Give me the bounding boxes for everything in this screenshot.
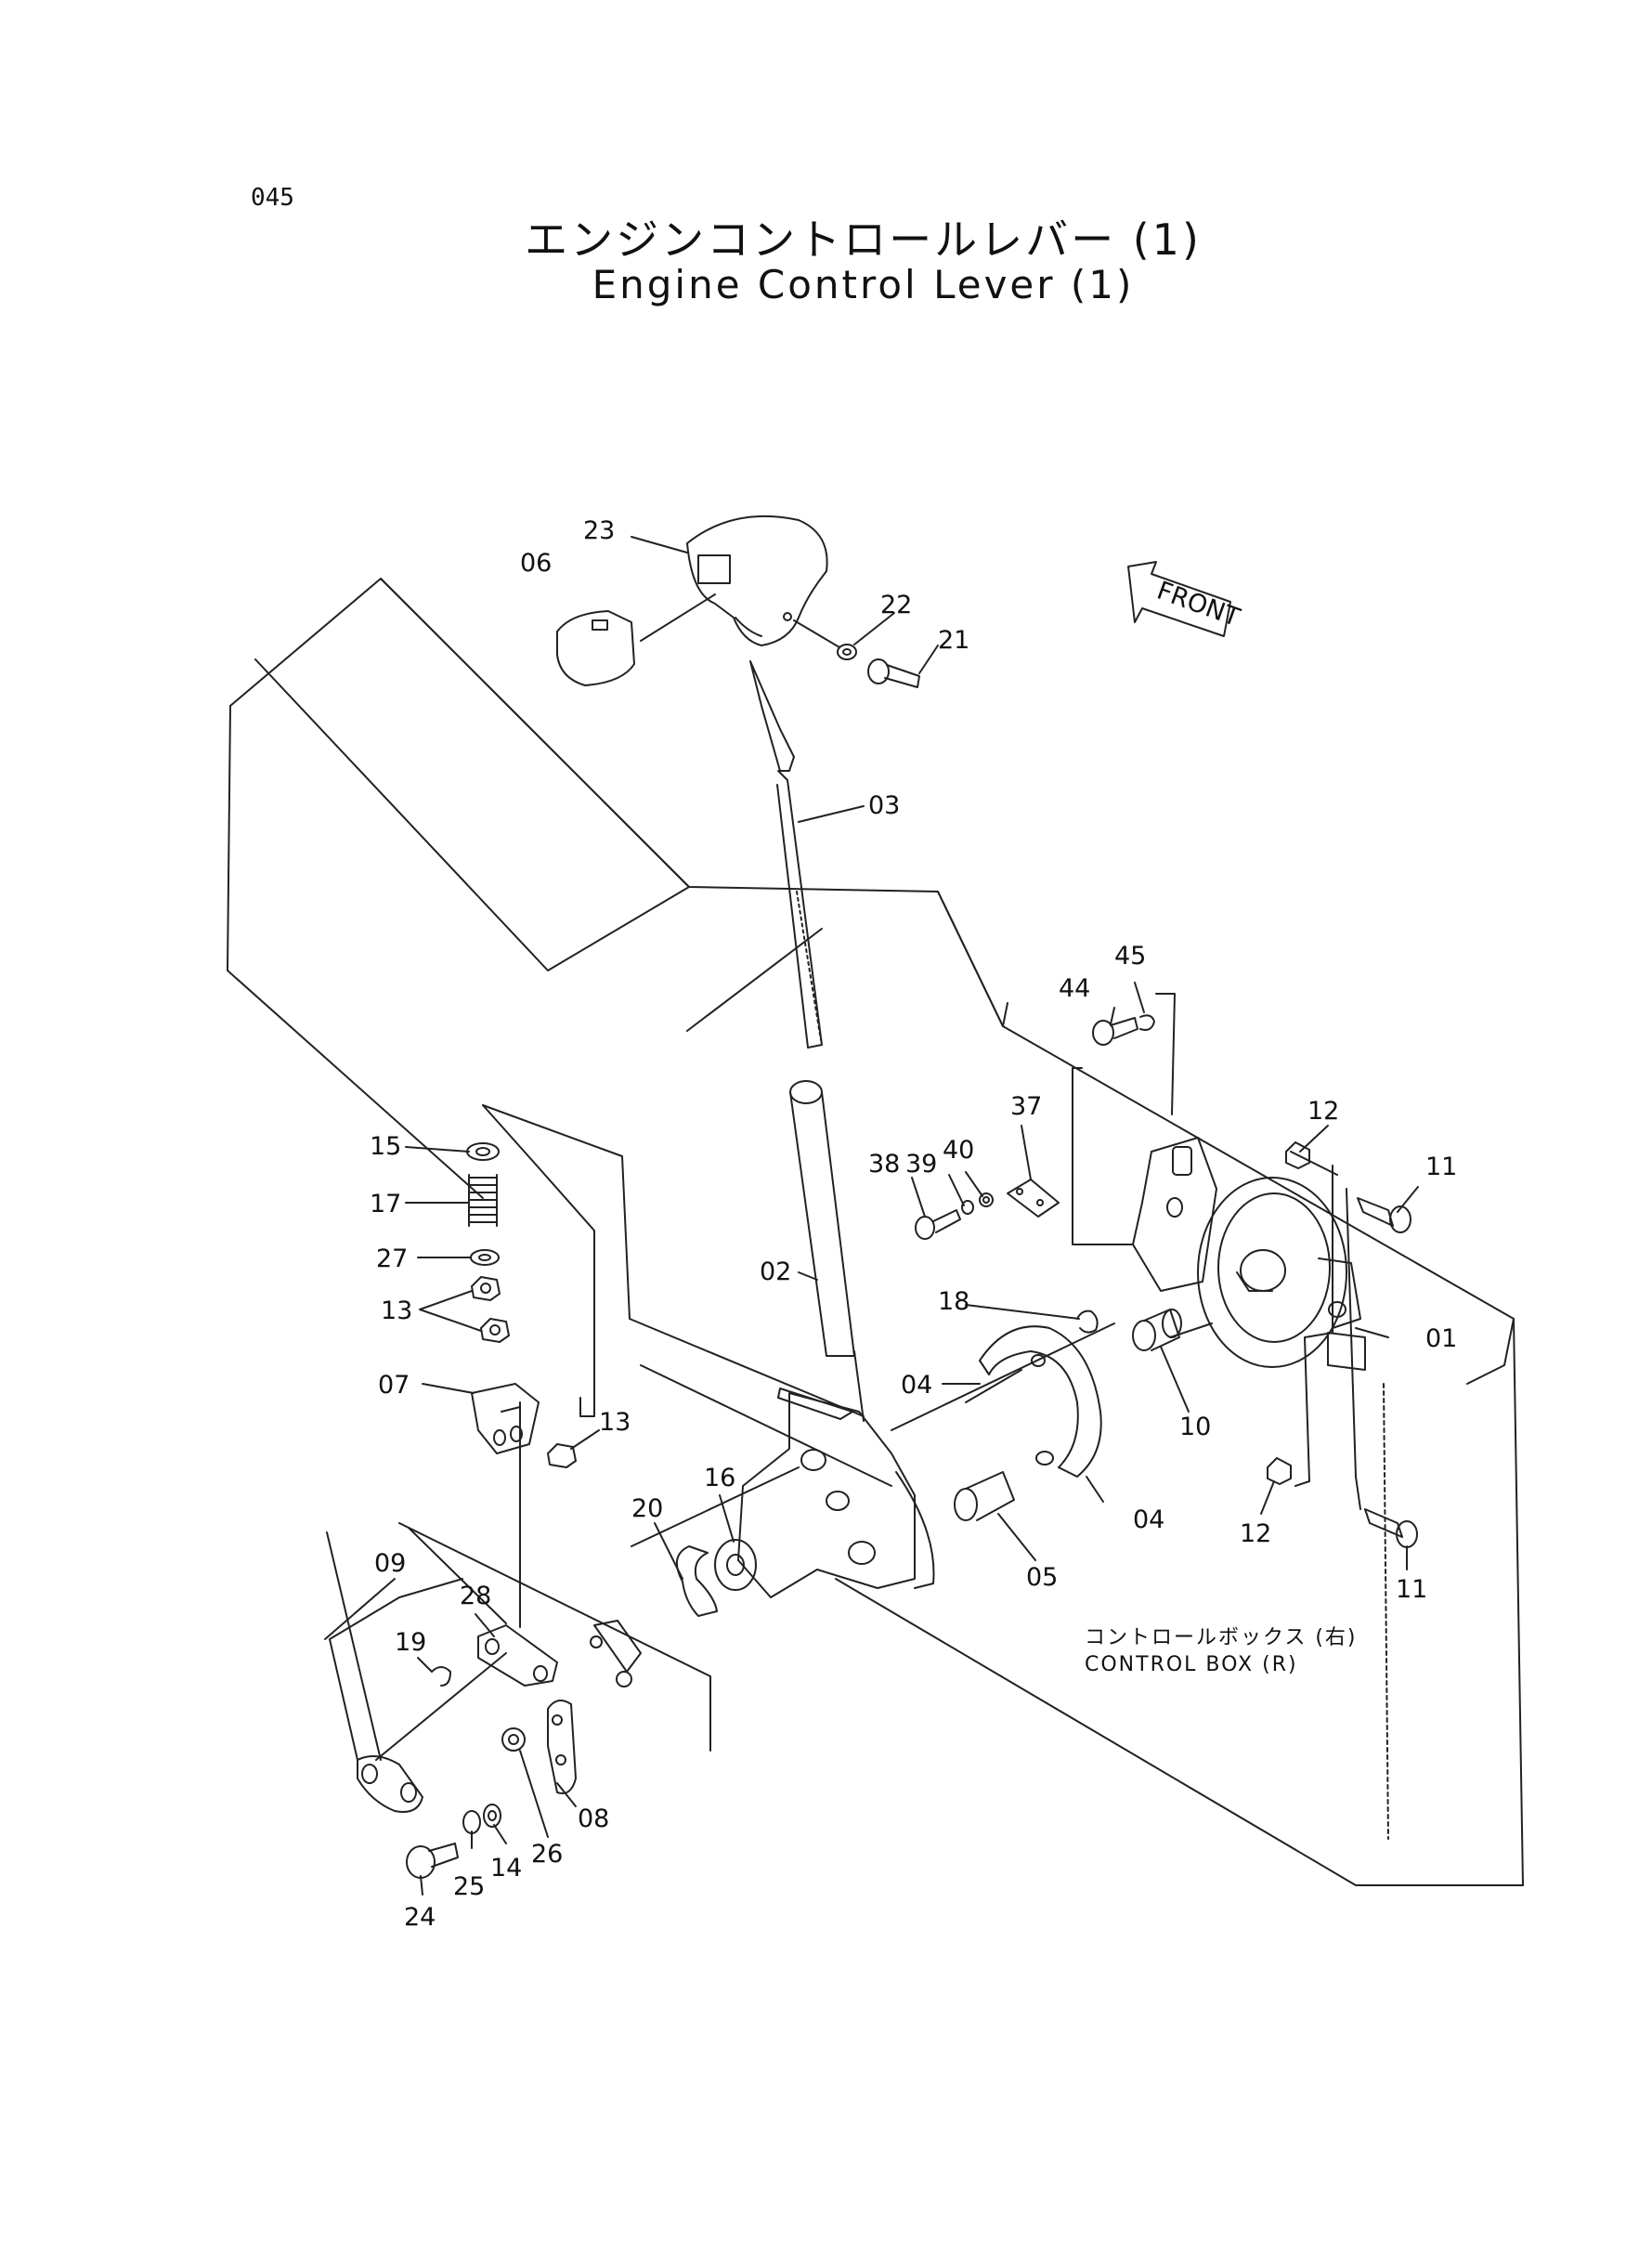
part-nut-13-c (547, 1443, 577, 1468)
title-japanese: エンジンコントロールレバー (1) (525, 215, 1202, 265)
part-bolt-24 (406, 1843, 459, 1879)
label-08: 08 (578, 1804, 609, 1833)
label-18: 18 (938, 1287, 969, 1316)
part-labels: 23 06 22 21 03 45 44 37 12 11 40 39 38 1… (370, 516, 1457, 1932)
caption-english: CONTROL BOX (R) (1085, 1653, 1298, 1676)
part-plate-37 (1007, 1179, 1060, 1218)
label-20: 20 (631, 1494, 663, 1523)
part-cam-05 (954, 1471, 1015, 1521)
label-04-right: 04 (1133, 1505, 1164, 1534)
part-bracket-01 (1132, 1137, 1366, 1371)
label-10: 10 (1179, 1413, 1211, 1441)
part-nut-13-a (471, 1276, 501, 1301)
part-lever-base (737, 1388, 935, 1598)
callout-leaders (324, 536, 1419, 1896)
part-link-28 (477, 1620, 642, 1687)
label-38: 38 (868, 1150, 900, 1179)
label-05: 05 (1026, 1563, 1058, 1592)
label-45: 45 (1114, 942, 1146, 971)
part-washer-45 (1139, 1014, 1155, 1031)
part-cap-06 (556, 610, 635, 686)
part-clip-20 (675, 1545, 718, 1617)
label-28: 28 (460, 1582, 491, 1610)
label-22: 22 (880, 591, 912, 619)
part-washer-40 (979, 1192, 994, 1207)
part-shoe-04 (979, 1325, 1102, 1478)
part-rod-03 (749, 660, 823, 1049)
part-washer-15 (466, 1142, 500, 1161)
part-lever-02 (789, 1080, 865, 1422)
part-nut-12-top (1285, 1141, 1310, 1169)
title-english: Engine Control Lever (1) (592, 262, 1135, 307)
part-washer-14 (483, 1804, 501, 1828)
part-nut-12-bottom (1267, 1457, 1292, 1485)
label-04-left: 04 (901, 1371, 932, 1400)
part-washer-39 (961, 1200, 974, 1215)
label-25: 25 (453, 1872, 485, 1901)
label-40: 40 (943, 1136, 974, 1165)
label-21: 21 (938, 626, 969, 655)
part-grip-23 (686, 515, 828, 646)
control-box-housing (227, 578, 1524, 1886)
label-39: 39 (905, 1150, 937, 1179)
front-arrow-icon (1127, 561, 1231, 637)
part-ring-18 (1076, 1309, 1099, 1334)
part-washer-16 (714, 1539, 757, 1591)
label-17: 17 (370, 1190, 401, 1218)
label-12-bottom: 12 (1240, 1519, 1271, 1548)
part-washer-27 (470, 1249, 500, 1266)
label-03: 03 (868, 791, 900, 820)
part-bolt-44 (1092, 1017, 1138, 1046)
label-02: 02 (760, 1257, 791, 1286)
label-19: 19 (395, 1628, 426, 1657)
part-nut-13-b (480, 1318, 510, 1343)
label-14: 14 (490, 1854, 522, 1883)
label-06: 06 (520, 549, 552, 578)
label-11-bottom: 11 (1396, 1575, 1427, 1604)
label-37: 37 (1010, 1092, 1042, 1121)
label-01: 01 (1425, 1324, 1457, 1353)
front-label: FRONT (1153, 576, 1244, 632)
part-bolt-11-top (1357, 1197, 1411, 1233)
label-09: 09 (374, 1549, 406, 1578)
label-24: 24 (404, 1903, 436, 1932)
label-16: 16 (704, 1464, 735, 1492)
part-arm-08 (547, 1700, 577, 1794)
label-15: 15 (370, 1132, 401, 1161)
part-link-09 (357, 1755, 423, 1813)
label-23: 23 (583, 516, 615, 545)
page-number: 045 (251, 184, 294, 212)
part-bolt-11-bottom (1364, 1508, 1418, 1548)
part-spring-17 (468, 1174, 498, 1227)
label-27: 27 (376, 1244, 408, 1273)
part-clevis-07 (471, 1383, 540, 1454)
part-clip-19 (431, 1666, 451, 1687)
part-washer-26 (501, 1727, 526, 1752)
label-07: 07 (378, 1371, 410, 1400)
label-26: 26 (531, 1840, 563, 1869)
caption-japanese: コントロールボックス (右) (1085, 1626, 1358, 1649)
label-13-b: 13 (599, 1408, 631, 1437)
part-bushing-10 (1132, 1309, 1182, 1351)
part-washer-25 (462, 1810, 481, 1834)
part-bolt-38 (915, 1209, 961, 1240)
label-44: 44 (1059, 974, 1090, 1003)
label-13-a: 13 (381, 1296, 412, 1325)
part-washer-22 (837, 644, 857, 660)
part-screw-21 (867, 658, 920, 688)
label-12-top: 12 (1307, 1097, 1339, 1126)
label-11-top: 11 (1425, 1153, 1457, 1181)
